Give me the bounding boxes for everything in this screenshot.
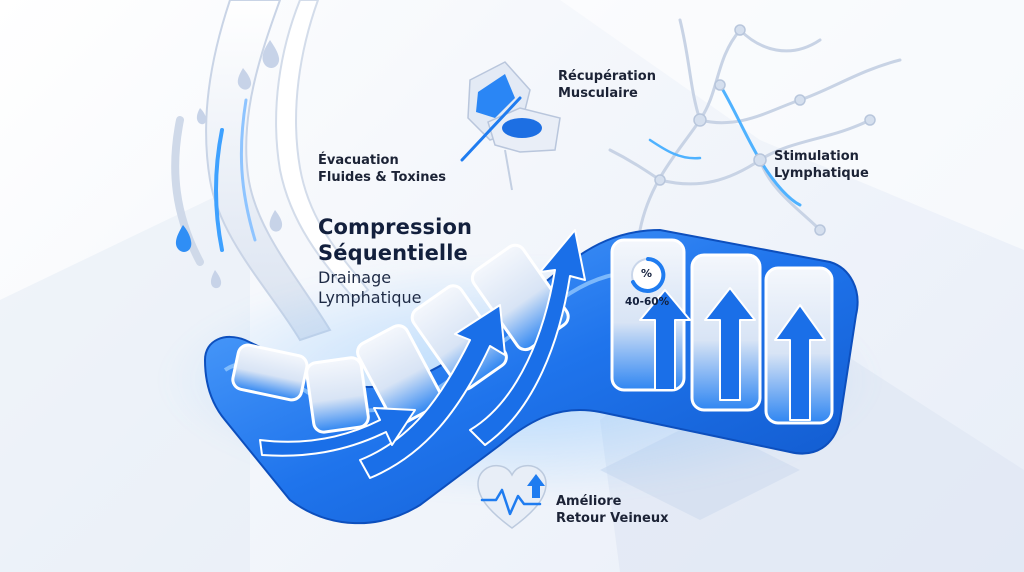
pressure-symbol: % bbox=[641, 267, 653, 280]
page-title-line2: Séquentielle bbox=[318, 241, 468, 265]
recuperation-label-line2: Musculaire bbox=[558, 86, 638, 101]
flexed-arm-muscle-icon bbox=[460, 61, 561, 191]
lymph-network-icon bbox=[608, 18, 902, 236]
stimulation-label: Stimulation Lymphatique bbox=[774, 148, 869, 182]
recuperation-label: Récupération Musculaire bbox=[558, 68, 656, 102]
page-subtitle-line1: Drainage bbox=[318, 268, 392, 287]
evacuation-label-line1: Évacuation bbox=[318, 153, 399, 168]
ameliore-label: Améliore Retour Veineux bbox=[556, 493, 669, 527]
pressure-gauge bbox=[631, 257, 666, 293]
compression-boot bbox=[203, 228, 859, 525]
page-title-line1: Compression bbox=[318, 215, 473, 239]
ameliore-label-line2: Retour Veineux bbox=[556, 511, 669, 526]
upward-arrow-icon bbox=[259, 229, 826, 479]
stimulation-label-line1: Stimulation bbox=[774, 149, 859, 164]
pressure-range: 40-60% bbox=[625, 296, 670, 308]
recuperation-label-line1: Récupération bbox=[558, 69, 656, 84]
water-drop-icon bbox=[175, 40, 283, 289]
evacuation-label: Évacuation Fluides & Toxines bbox=[318, 152, 446, 186]
page-subtitle-line2: Lymphatique bbox=[318, 288, 422, 307]
stimulation-label-line2: Lymphatique bbox=[774, 166, 869, 181]
heart-pulse-icon bbox=[477, 464, 547, 529]
ameliore-label-line1: Améliore bbox=[556, 494, 622, 509]
fluid-stream bbox=[171, 0, 370, 342]
evacuation-label-line2: Fluides & Toxines bbox=[318, 170, 447, 185]
main-heading: Compression Séquentielle Drainage Lympha… bbox=[318, 214, 472, 308]
